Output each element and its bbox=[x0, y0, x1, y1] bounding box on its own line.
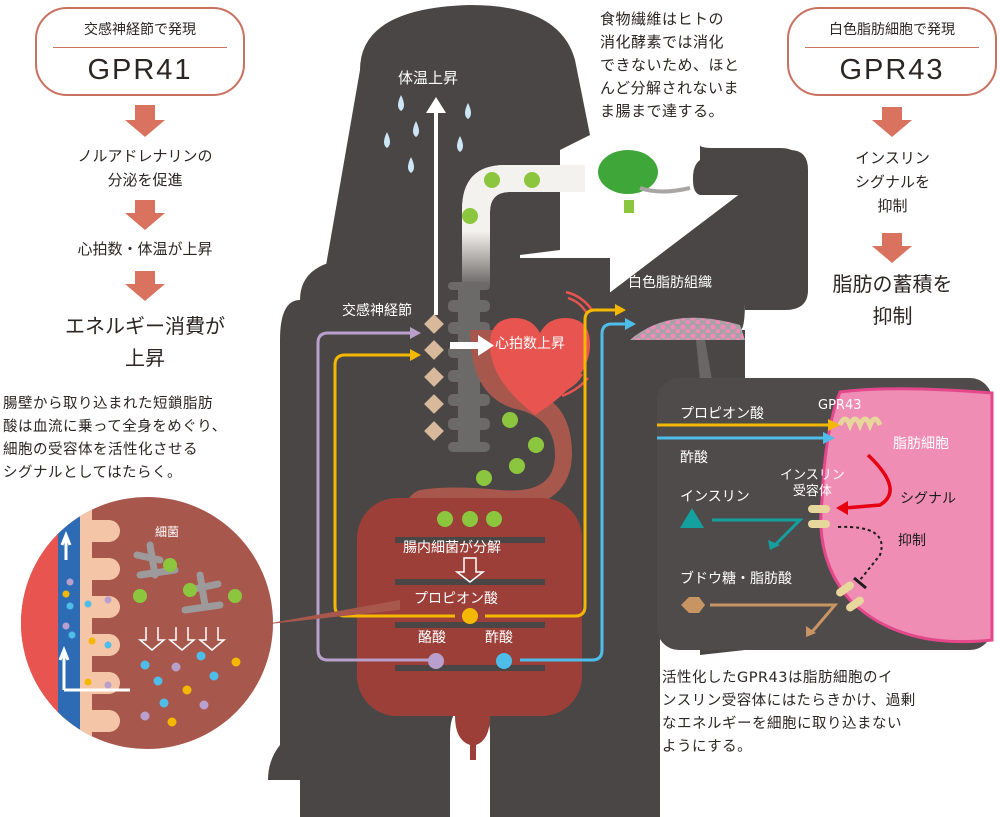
gpr43-divider bbox=[805, 47, 979, 48]
heartbeat-arrow bbox=[450, 335, 494, 356]
receptor-line: インスリン bbox=[780, 468, 845, 483]
gpr41-subtitle: 交感神経節で発現 bbox=[84, 22, 196, 38]
para-line: シグナルとしてはたらく。 bbox=[3, 465, 182, 481]
para-line: 細胞の受容体を活性化させる bbox=[3, 442, 198, 458]
acetic-label: 酢酸 bbox=[485, 630, 513, 646]
step-line: 分泌を促進 bbox=[107, 171, 183, 189]
fiber-note: 食物繊維はヒトの 消化酵素では消化 できないため、ほと んど分解されないま ま腸… bbox=[600, 8, 780, 123]
white-fat-tissue bbox=[630, 317, 745, 340]
step-line: ノルアドレナリンの bbox=[77, 147, 213, 165]
head bbox=[320, 5, 590, 300]
para-line: 腸壁から取り込まれた短鎖脂肪 bbox=[3, 396, 213, 412]
step-line: シグナルを bbox=[854, 173, 930, 191]
para-line: できないため、ほと bbox=[600, 56, 740, 74]
gut-bacteria-label: 腸内細菌が分解 bbox=[403, 540, 501, 556]
acetic-dot bbox=[496, 653, 512, 669]
butyric-label: 酪酸 bbox=[418, 630, 446, 646]
receptor-line: 受容体 bbox=[792, 484, 832, 499]
result-line: 抑制 bbox=[872, 304, 913, 328]
gpr43-box: 白色脂肪細胞で発現 GPR43 bbox=[787, 7, 997, 96]
broccoli bbox=[598, 150, 691, 213]
ganglion-label: 交感神経節 bbox=[342, 303, 412, 319]
step-line: インスリン bbox=[855, 149, 930, 167]
gpr43-step-insulin: インスリン シグナルを 抑制 bbox=[790, 146, 995, 218]
stomach bbox=[405, 330, 572, 515]
propionic-label: プロピオン酸 bbox=[414, 591, 498, 607]
body-temp-label: 体温上昇 bbox=[398, 69, 459, 87]
para-line: なエネルギーを細胞に取り込まない bbox=[662, 716, 902, 732]
heart-label: 心拍数上昇 bbox=[495, 336, 565, 352]
ganglion-diamonds bbox=[424, 314, 444, 441]
para-line: んど分解されないま bbox=[600, 79, 740, 97]
fat-cell-inset bbox=[657, 378, 994, 650]
white-fat-label: 白色脂肪組織 bbox=[628, 275, 712, 291]
para-line: ようにする。 bbox=[662, 739, 753, 755]
left-flow-arrows bbox=[125, 105, 165, 301]
gpr43-subtitle: 白色脂肪細胞で発現 bbox=[829, 22, 955, 38]
gpr43-note: 活性化したGPR43は脂肪細胞のイ ンスリン受容体にはたらきかけ、過剰 なエネル… bbox=[662, 667, 1000, 759]
inset-propionic-label: プロピオン酸 bbox=[680, 406, 764, 422]
inset-receptor-label: インスリン 受容体 bbox=[780, 468, 845, 500]
gpr41-step-heartrate: 心拍数・体温が上昇 bbox=[77, 240, 213, 258]
bacteria-label: 細菌 bbox=[155, 525, 180, 539]
fiber-particles bbox=[437, 172, 544, 527]
para-line: ンスリン受容体にはたらきかけ、過剰 bbox=[662, 693, 916, 709]
decompose-arrow bbox=[454, 557, 486, 583]
sweat-drops bbox=[384, 95, 471, 173]
inset-acetic-label: 酢酸 bbox=[680, 450, 708, 466]
result-line: 脂肪の蓄積を bbox=[832, 272, 953, 296]
result-line: 上昇 bbox=[125, 346, 165, 370]
para-line: 活性化したGPR43は脂肪細胞のイ bbox=[662, 670, 894, 686]
inset-fat-cell-label: 脂肪細胞 bbox=[893, 436, 949, 452]
butyric-dot bbox=[428, 653, 444, 669]
inset-glucose-label: ブドウ糖・脂肪酸 bbox=[680, 571, 792, 587]
gpr43-result: 脂肪の蓄積を 抑制 bbox=[790, 268, 995, 332]
propionic-dot bbox=[462, 608, 478, 624]
gpr41-title: GPR41 bbox=[87, 54, 193, 86]
gpr41-step-noradrenaline: ノルアドレナリンの 分泌を促進 bbox=[30, 144, 260, 192]
result-line: エネルギー消費が bbox=[65, 314, 225, 338]
para-line: 食物繊維はヒトの bbox=[600, 10, 725, 28]
gpr43-title: GPR43 bbox=[839, 54, 945, 86]
gpr41-result: エネルギー消費が 上昇 bbox=[30, 310, 260, 374]
inset-insulin-label: インスリン bbox=[680, 489, 750, 505]
body-temp-arrow bbox=[426, 97, 446, 315]
inset-suppression-label: 抑制 bbox=[898, 533, 926, 549]
para-line: ま腸まで達する。 bbox=[600, 102, 725, 120]
para-line: 酸は血流に乗って全身をめぐり、 bbox=[3, 419, 227, 435]
para-line: 消化酵素では消化 bbox=[600, 33, 725, 51]
gpr41-box: 交感神経節で発現 GPR41 bbox=[35, 7, 245, 96]
inset-signal-label: シグナル bbox=[900, 491, 956, 507]
right-flow-arrows bbox=[872, 107, 912, 263]
step-line: 抑制 bbox=[877, 197, 908, 215]
inset-gpr43-label: GPR43 bbox=[818, 398, 862, 413]
scfa-description: 腸壁から取り込まれた短鎖脂肪 酸は血流に乗って全身をめぐり、 細胞の受容体を活性… bbox=[3, 393, 283, 485]
gpr41-divider bbox=[53, 47, 227, 48]
pathway-arrowheads bbox=[410, 304, 636, 361]
